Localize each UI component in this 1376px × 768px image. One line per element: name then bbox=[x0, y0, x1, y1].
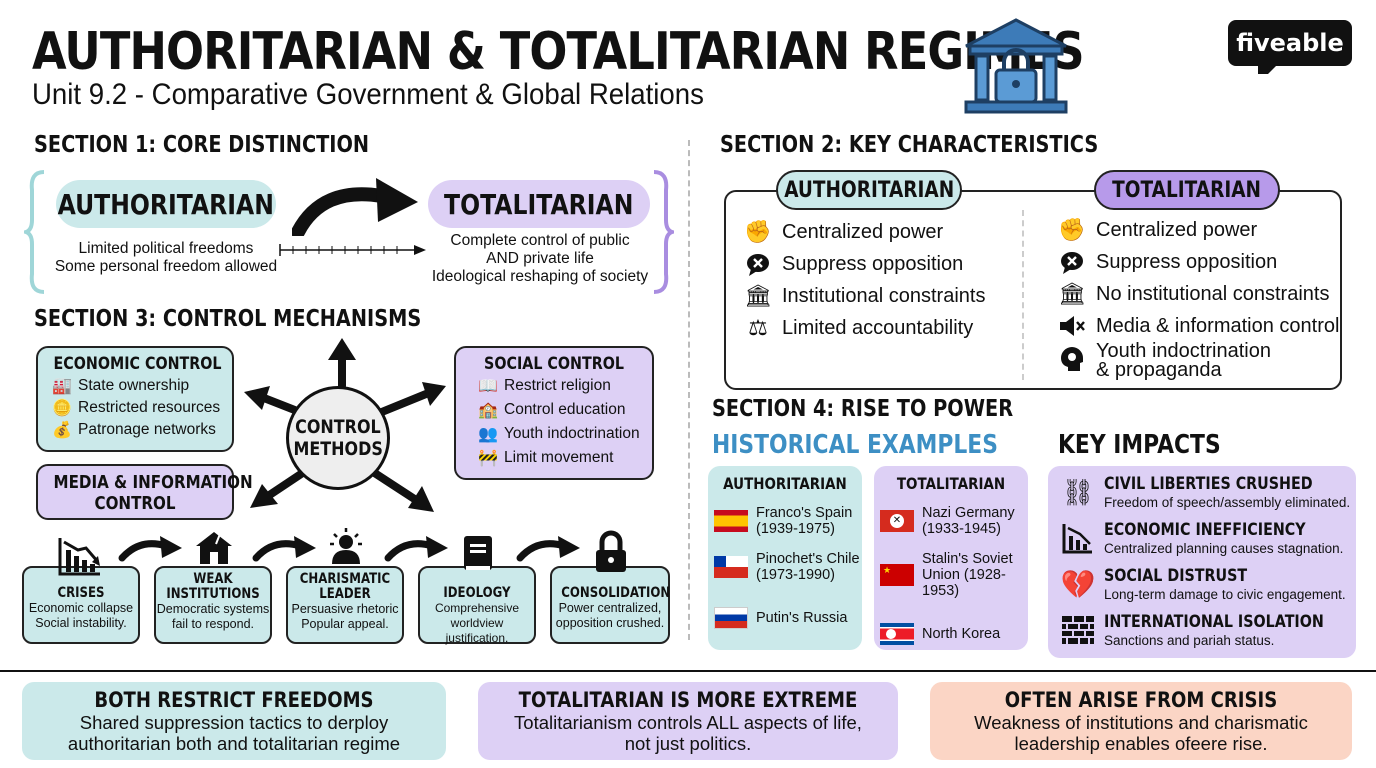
page-subtitle: Unit 9.2 - Comparative Government & Glob… bbox=[32, 78, 704, 111]
economic-control-box: ECONOMIC CONTROL 🏭State ownership 🪙Restr… bbox=[36, 346, 234, 452]
russia-flag-icon bbox=[714, 607, 748, 629]
totalitarian-desc: Complete control of public AND private l… bbox=[431, 232, 649, 285]
bank-lock-icon bbox=[962, 16, 1070, 116]
historical-examples-heading: HISTORICAL EXAMPLES bbox=[712, 430, 998, 460]
char-totalitarian-pill: TOTALITARIAN bbox=[1094, 170, 1280, 210]
totalitarian-characteristics: ✊ Centralized power Suppress opposition … bbox=[1058, 214, 1339, 382]
list-item: 🪙Restricted resources bbox=[52, 399, 221, 417]
list-item: 🏛 Institutional constraints bbox=[744, 283, 986, 308]
list-item: 🏭State ownership bbox=[52, 377, 190, 395]
list-item: Franco's Spain(1939-1975) bbox=[714, 505, 862, 537]
spain-flag-icon bbox=[714, 510, 748, 532]
barrier-icon: 🚧 bbox=[478, 450, 498, 467]
section2-heading: SECTION 2: KEY CHARACTERISTICS bbox=[720, 132, 1099, 158]
authoritarian-examples-box: AUTHORITARIAN Franco's Spain(1939-1975) … bbox=[708, 466, 862, 650]
step-crises: CRISES Economic collapse Social instabil… bbox=[22, 566, 140, 644]
leader-icon bbox=[326, 526, 366, 571]
brain-gear-icon bbox=[1058, 346, 1086, 374]
group-icon: 👥 bbox=[478, 426, 498, 443]
list-item: North Korea bbox=[880, 623, 1028, 645]
brick-wall-icon bbox=[1060, 612, 1096, 648]
section3-heading: SECTION 3: CONTROL MECHANISMS bbox=[34, 306, 422, 332]
totalitarian-pill: TOTALITARIAN bbox=[428, 180, 650, 228]
school-icon: 🏫 bbox=[478, 402, 498, 419]
nazi-flag-icon: ✕ bbox=[880, 510, 914, 532]
chile-flag-icon bbox=[714, 556, 748, 578]
broken-house-icon bbox=[194, 530, 234, 571]
authoritarian-pill: AUTHORITARIAN bbox=[56, 180, 276, 228]
list-item: 💰Patronage networks bbox=[52, 421, 216, 439]
list-item: 🚧Limit movement bbox=[478, 449, 614, 467]
footer-divider bbox=[0, 670, 1376, 672]
step-arrows bbox=[116, 534, 596, 569]
x-bubble-icon bbox=[744, 250, 772, 278]
list-item: ⚖ Limited accountability bbox=[744, 312, 985, 344]
footer-card-more-extreme: TOTALITARIAN IS MORE EXTREME Totalitaria… bbox=[478, 682, 898, 760]
declining-chart-icon bbox=[1060, 520, 1096, 556]
section-divider bbox=[688, 140, 690, 640]
section1-heading: SECTION 1: CORE DISTINCTION bbox=[34, 132, 370, 158]
step-charismatic-leader: CHARISMATIC LEADER Persuasive rhetoric P… bbox=[286, 566, 404, 644]
book-icon: 📖 bbox=[478, 378, 498, 395]
list-item: Putin's Russia bbox=[714, 607, 862, 629]
characteristics-box bbox=[724, 190, 1342, 390]
fist-icon: ✊ bbox=[1058, 217, 1086, 242]
list-item: Youth indoctrination& propaganda bbox=[1058, 341, 1339, 382]
authoritarian-desc: Limited political freedoms Some personal… bbox=[54, 240, 278, 275]
media-control-box: MEDIA & INFORMATION CONTROL bbox=[36, 464, 253, 520]
list-item: 📖Restrict religion bbox=[478, 377, 611, 395]
factory-icon: 🏭 bbox=[52, 378, 72, 395]
muted-megaphone-icon bbox=[1058, 312, 1086, 340]
north-korea-flag-icon bbox=[880, 623, 914, 645]
step-weak-institutions: WEAK INSTITUTIONS Democratic systems fai… bbox=[154, 566, 272, 644]
broken-chain-icon: ⛓ bbox=[1061, 476, 1095, 507]
right-brace-icon bbox=[650, 170, 679, 299]
broken-heart-icon: 💔 bbox=[1060, 568, 1096, 600]
key-impacts-heading: KEY IMPACTS bbox=[1058, 430, 1221, 460]
fist-icon: ✊ bbox=[744, 219, 772, 244]
coins-icon: 🪙 bbox=[52, 400, 72, 417]
spectrum-line bbox=[278, 240, 428, 265]
authoritarian-characteristics: ✊ Centralized power Suppress opposition … bbox=[744, 216, 985, 344]
control-methods-circle: CONTROL METHODS bbox=[286, 386, 390, 490]
list-item: ✊ Centralized power bbox=[744, 219, 944, 244]
section4-heading: SECTION 4: RISE TO POWER bbox=[712, 396, 1014, 422]
curved-arrow-icon bbox=[291, 176, 422, 241]
ideology-book-icon bbox=[460, 534, 496, 579]
scales-icon: ⚖ bbox=[748, 315, 768, 340]
falling-chart-icon bbox=[58, 536, 102, 581]
step-consolidation: CONSOLIDATION Power centralized, opposit… bbox=[550, 566, 670, 644]
footer-card-both-restrict: BOTH RESTRICT FREEDOMS Shared suppressio… bbox=[22, 682, 446, 760]
list-item: 👥Youth indoctrination bbox=[478, 425, 640, 443]
institution-icon: 🏛 bbox=[744, 283, 772, 308]
list-item: Suppress opposition bbox=[1058, 246, 1339, 278]
char-authoritarian-pill: AUTHORITARIAN bbox=[776, 170, 962, 210]
soviet-flag-icon: ★ bbox=[880, 564, 914, 586]
x-bubble-icon bbox=[1058, 248, 1086, 276]
social-control-box: SOCIAL CONTROL 📖Restrict religion 🏫Contr… bbox=[454, 346, 654, 480]
list-item: 🏛 No institutional constraints bbox=[1058, 281, 1330, 306]
locked-institution-icon: 🏛 bbox=[1058, 281, 1086, 306]
left-brace-icon bbox=[19, 170, 48, 299]
list-item: Pinochet's Chile(1973-1990) bbox=[714, 551, 862, 583]
hand-coin-icon: 💰 bbox=[52, 422, 72, 439]
list-item: Suppress opposition bbox=[744, 248, 985, 280]
page-title: AUTHORITARIAN & TOTALITARIAN REGIMES bbox=[32, 22, 1085, 82]
padlock-icon bbox=[594, 530, 628, 579]
list-item: ✕ Nazi Germany(1933-1945) bbox=[880, 505, 1028, 537]
step-ideology: IDEOLOGY Comprehensive worldview justifi… bbox=[418, 566, 536, 645]
list-item: Media & information control bbox=[1058, 310, 1339, 342]
totalitarian-examples-box: TOTALITARIAN ✕ Nazi Germany(1933-1945) ★… bbox=[874, 466, 1028, 650]
list-item: ✊ Centralized power bbox=[1058, 217, 1258, 242]
footer-card-arise-from-crisis: OFTEN ARISE FROM CRISIS Weakness of inst… bbox=[930, 682, 1352, 760]
list-item: 🏫Control education bbox=[478, 401, 626, 419]
